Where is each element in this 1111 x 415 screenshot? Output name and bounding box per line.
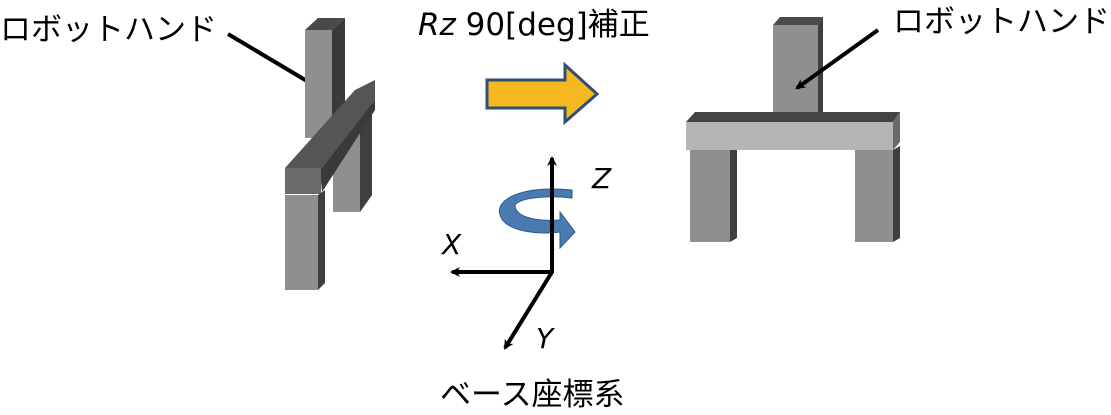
axis-x-label: X: [440, 228, 462, 261]
transform-arrow-icon: [485, 61, 600, 126]
base-coordinate-axes: Z X Y: [440, 156, 612, 355]
pointer-arrow-after: [795, 28, 880, 90]
correction-title: Rz 90[deg]補正: [418, 7, 650, 43]
correction-title-rz: Rz: [418, 7, 457, 43]
robot-hand-label-before: ロボットハンド: [0, 12, 217, 48]
robot-hand-label-after: ロボットハンド: [893, 4, 1110, 40]
robot-hand-before: [285, 18, 375, 290]
correction-title-rest: 90[deg]補正: [456, 7, 650, 43]
axis-z-label: Z: [591, 162, 612, 195]
axis-y-label: Y: [536, 322, 555, 355]
base-frame-label: ベース座標系: [440, 377, 624, 413]
rotation-arrow-icon: [498, 188, 576, 250]
robot-hand-after: [686, 17, 900, 242]
